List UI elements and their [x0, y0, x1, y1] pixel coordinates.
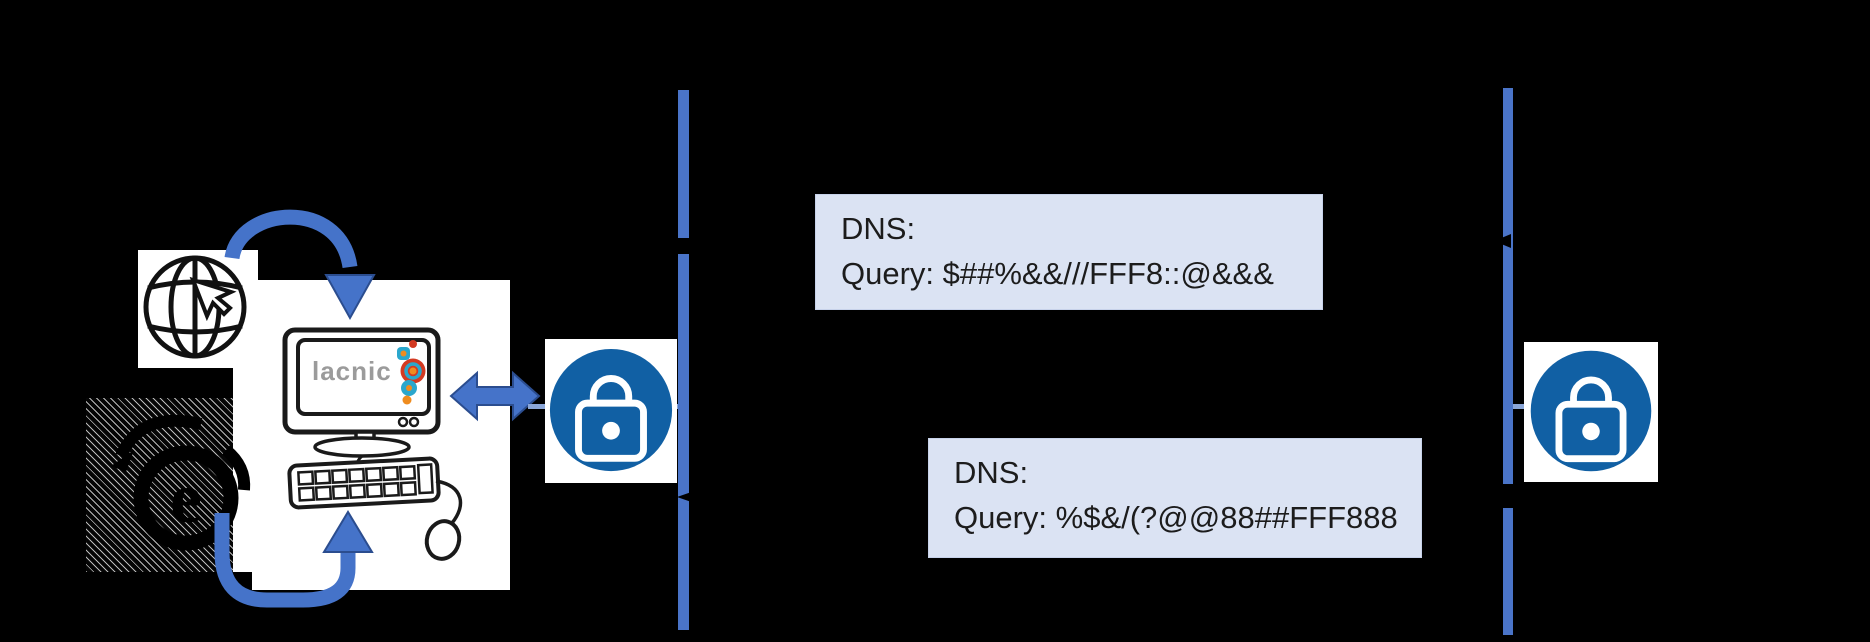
- keyboard-icon: [287, 456, 441, 510]
- mouse-icon: [424, 519, 462, 561]
- client-computer-panel: lacnic: [252, 280, 510, 590]
- monitor-screen-label: lacnic: [312, 356, 392, 386]
- arrowhead-icon: [674, 237, 700, 255]
- arrowhead-icon: [677, 488, 703, 506]
- resolver-line-right: [1503, 508, 1513, 635]
- resolver-line-right: [1503, 88, 1513, 484]
- dns-protocol-label: DNS:: [954, 455, 1029, 490]
- double-headed-arrow-icon: [449, 370, 541, 422]
- lacnic-logo-dots: [397, 340, 426, 405]
- dns-query-box-1: DNS: Query: $##%&&///FFF8::@&&&: [815, 194, 1323, 310]
- desktop-computer-icon: [282, 327, 463, 561]
- connector-stub: [1512, 404, 1524, 409]
- dns-query-box-2: DNS: Query: %$&/(?@@88##FFF888: [928, 438, 1422, 558]
- cursor-icon: [189, 276, 237, 322]
- curved-arrow-down-icon: [224, 209, 376, 321]
- svg-text:e: e: [170, 458, 202, 538]
- encryption-lock-left: [545, 339, 677, 483]
- globe-panel: [138, 250, 258, 368]
- curved-arrow-up-icon: [214, 510, 374, 608]
- resolver-line-left: [678, 90, 689, 238]
- encryption-lock-right: [1524, 342, 1658, 482]
- dns-query-text: Query: $##%&&///FFF8::@&&&: [841, 256, 1274, 291]
- globe-with-cursor-icon: [143, 255, 247, 359]
- padlock-icon: [1530, 350, 1652, 472]
- connector-stub: [528, 404, 546, 409]
- arrowhead-icon: [1496, 486, 1522, 504]
- email-at-icon: e: [111, 414, 251, 551]
- resolver-line-left: [678, 254, 689, 630]
- dns-query-text: Query: %$&/(?@@88##FFF888: [954, 500, 1398, 535]
- dns-protocol-label: DNS:: [841, 211, 916, 246]
- arrowhead-icon: [1494, 234, 1511, 248]
- padlock-icon: [549, 348, 673, 472]
